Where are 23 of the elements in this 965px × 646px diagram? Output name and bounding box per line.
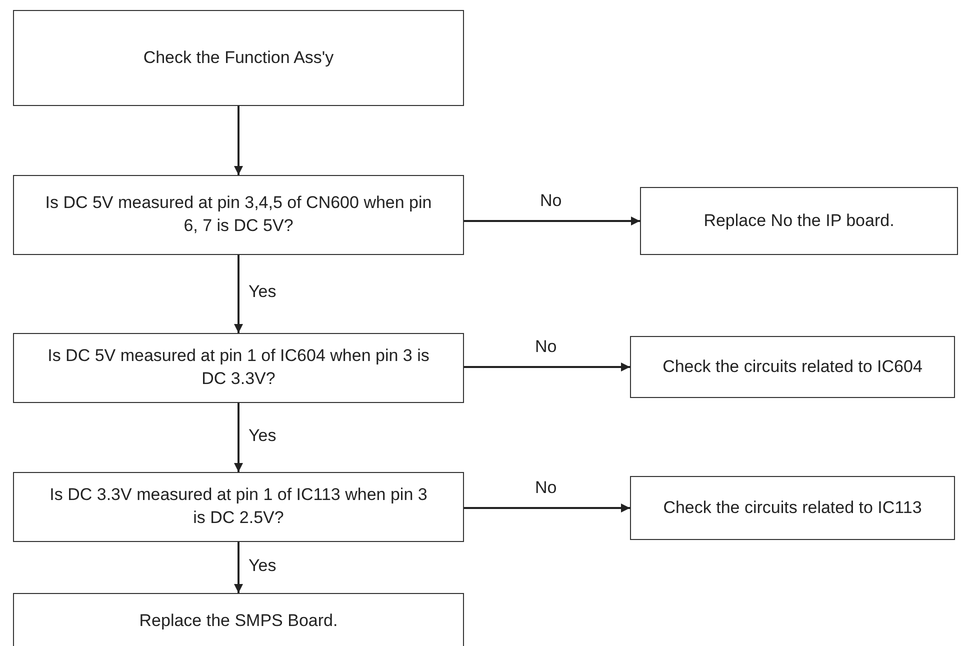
decision-box [13, 472, 464, 542]
arrow [234, 403, 243, 472]
start-box [13, 10, 464, 106]
node-text: Replace the SMPS Board. [138, 610, 339, 632]
arrow [234, 106, 243, 175]
process-box [640, 187, 958, 255]
process-box [13, 593, 464, 646]
arrow [234, 255, 243, 333]
process-box [630, 476, 955, 540]
node-text: Is DC 5V measured at pin 3,4,5 of CN600 when pin 6, 7 is DC 5V? [44, 192, 433, 237]
arrow [234, 542, 243, 593]
decision-box [13, 333, 464, 403]
node-text: Is DC 3.3V measured at pin 1 of IC113 when pin 3 is DC 2.5V? [48, 484, 428, 529]
process-box [630, 336, 955, 398]
node-text: Is DC 5V measured at pin 1 of IC604 when pin 3 is DC 3.3V? [46, 345, 430, 390]
arrow [464, 216, 640, 226]
decision-box [13, 175, 464, 255]
node-text: Check the circuits related to IC604 [662, 356, 924, 378]
node-text: Check the Function Ass'y [142, 46, 335, 69]
arrow [464, 362, 630, 372]
node-text: Replace No the IP board. [702, 210, 896, 232]
node-text: Check the circuits related to IC113 [662, 496, 923, 519]
arrow [464, 504, 630, 512]
